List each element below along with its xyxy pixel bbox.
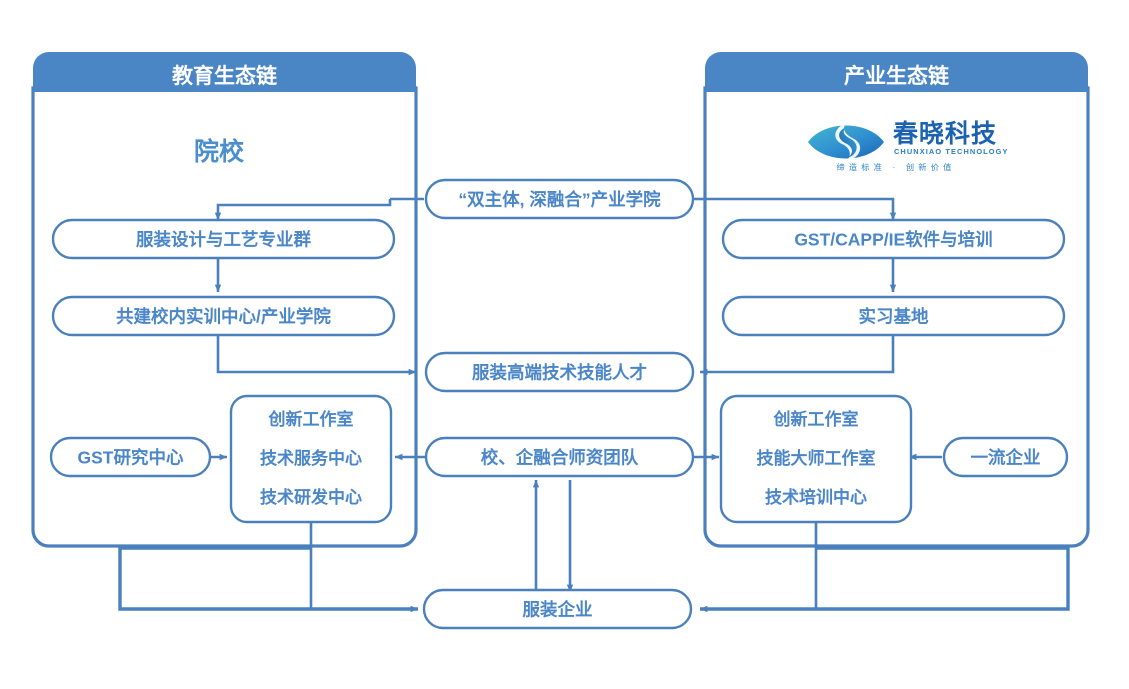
node-internship-base-label: 实习基地 [859,307,929,327]
right-group-line-2: 技能大师工作室 [757,448,876,468]
node-talent-label: 服装高端技术技能人才 [472,363,647,383]
node-talent[interactable]: 服装高端技术技能人才 [424,351,695,393]
left-group-line-3: 技术研发中心 [260,487,362,507]
node-internship-base[interactable]: 实习基地 [721,295,1066,337]
left-panel-header-bar [33,52,416,92]
node-faculty-team[interactable]: 校、企融合师资团队 [424,436,695,478]
conn-college-to-gst-capp [705,197,897,221]
right-group-line-3: 技术培训中心 [765,487,867,507]
logo-name-en: CHUNXIAO TECHNOLOGY [894,147,1009,156]
node-apparel-enterprise[interactable]: 服装企业 [422,588,693,630]
node-gst-research-label: GST研究中心 [78,448,184,468]
node-industry-college[interactable]: “双主体, 深融合”产业学院 [424,178,695,220]
chunxiao-logo: 春晓科技 CHUNXIAO TECHNOLOGY 缔造标准 · 创新价值 [808,119,1009,172]
node-gst-research[interactable]: GST研究中心 [49,436,212,478]
conn-right-group-to-apparel [699,521,818,613]
right-panel-body [703,86,1090,548]
conn-left-panel-bottom-route [118,546,418,611]
conn-internship-to-talent [699,336,895,376]
node-top-enterprise[interactable]: 一流企业 [942,436,1069,478]
node-industry-college-label: “双主体, 深融合”产业学院 [458,190,661,210]
node-left-innovation-group[interactable]: 创新工作室 技术服务中心 技术研发中心 [229,394,393,524]
connector-layer [118,197,1070,613]
node-major-group[interactable]: 服装设计与工艺专业群 [51,218,396,260]
left-panel-frame: 教育生态链 院校 [31,52,418,548]
node-right-innovation-group[interactable]: 创新工作室 技能大师工作室 技术培训中心 [719,394,913,524]
node-top-enterprise-label: 一流企业 [971,448,1041,468]
left-panel-title: 教育生态链 [172,64,278,88]
right-group-line-1: 创新工作室 [773,409,859,429]
node-major-group-label: 服装设计与工艺专业群 [136,230,311,250]
node-faculty-team-label: 校、企融合师资团队 [481,448,639,468]
node-training-center[interactable]: 共建校内实训中心/产业学院 [51,295,396,337]
node-apparel-enterprise-label: 服装企业 [523,600,593,620]
right-panel-frame: 产业生态链 [703,52,1090,548]
right-panel-header-bar [705,52,1088,92]
node-training-center-label: 共建校内实训中心/产业学院 [116,307,331,327]
conn-college-to-major-group [214,199,392,221]
logo-name-cn: 春晓科技 [893,119,997,148]
left-panel-subtitle: 院校 [194,137,245,166]
conn-training-to-talent [216,336,417,376]
logo-tagline: 缔造标准 · 创新价值 [837,162,956,172]
conn-left-group-to-apparel [309,521,419,613]
right-panel-title: 产业生态链 [844,64,950,88]
node-gst-capp-ie-label: GST/CAPP/IE软件与培训 [794,230,992,250]
conn-right-panel-bottom-route [700,546,1070,611]
node-gst-capp-ie[interactable]: GST/CAPP/IE软件与培训 [721,218,1066,260]
eye-swoosh-logo-icon [808,123,884,161]
left-group-line-1: 创新工作室 [268,409,354,429]
left-group-line-2: 技术服务中心 [260,448,362,468]
left-panel-body [31,86,418,548]
